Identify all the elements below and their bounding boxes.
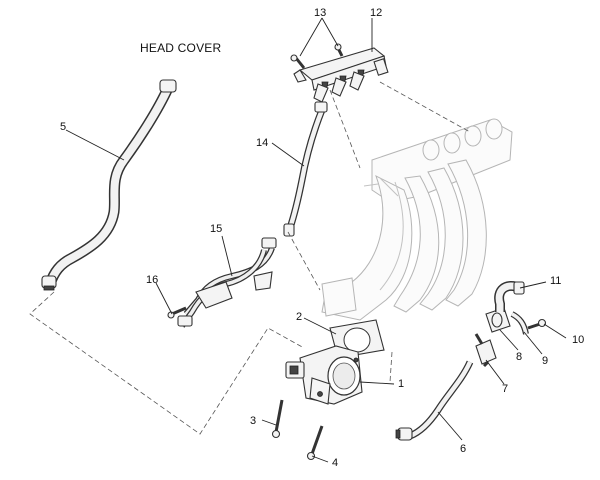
bolt-16[interactable] bbox=[167, 306, 187, 319]
callout-9: 9 bbox=[542, 355, 548, 367]
callout-4: 4 bbox=[332, 457, 338, 469]
bolt-4[interactable] bbox=[306, 425, 324, 461]
intake-manifold-ghost bbox=[321, 118, 513, 321]
callout-16: 16 bbox=[146, 274, 158, 286]
connector-9[interactable] bbox=[510, 311, 529, 335]
breather-hose-5[interactable] bbox=[41, 79, 177, 291]
callout-6: 6 bbox=[460, 443, 466, 455]
callout-13: 13 bbox=[314, 7, 326, 19]
bolt-3[interactable] bbox=[271, 399, 284, 439]
callout-14: 14 bbox=[256, 137, 268, 149]
hose-14[interactable] bbox=[283, 101, 328, 237]
head-cover-label: HEAD COVER bbox=[140, 41, 221, 55]
callout-3: 3 bbox=[250, 415, 256, 427]
callout-2: 2 bbox=[296, 311, 302, 323]
dashed-guide-lines bbox=[29, 81, 471, 435]
elbow-hose-11[interactable] bbox=[494, 281, 525, 312]
callout-8: 8 bbox=[516, 351, 522, 363]
callout-10: 10 bbox=[572, 334, 584, 346]
callout-1: 1 bbox=[398, 378, 404, 390]
bolt-10[interactable] bbox=[527, 318, 547, 330]
fuel-rail-bolt-left[interactable] bbox=[290, 54, 306, 69]
hose-6[interactable] bbox=[395, 360, 474, 441]
injector-2[interactable] bbox=[331, 77, 347, 97]
callout-7: 7 bbox=[502, 383, 508, 395]
callout-12: 12 bbox=[370, 7, 382, 19]
injector-3[interactable] bbox=[349, 71, 365, 91]
callout-labels: 5 14 13 12 15 16 2 1 3 4 6 7 8 9 10 11 bbox=[60, 7, 584, 469]
callout-15: 15 bbox=[210, 223, 222, 235]
callout-11: 11 bbox=[550, 275, 561, 287]
callout-5: 5 bbox=[60, 121, 66, 133]
throttle-body-1[interactable] bbox=[285, 345, 363, 405]
valve-7[interactable] bbox=[474, 333, 497, 368]
leader-lines bbox=[65, 17, 567, 463]
pipe-bracket-15[interactable] bbox=[177, 237, 277, 328]
fuel-rail-bolt-right[interactable] bbox=[334, 43, 344, 57]
